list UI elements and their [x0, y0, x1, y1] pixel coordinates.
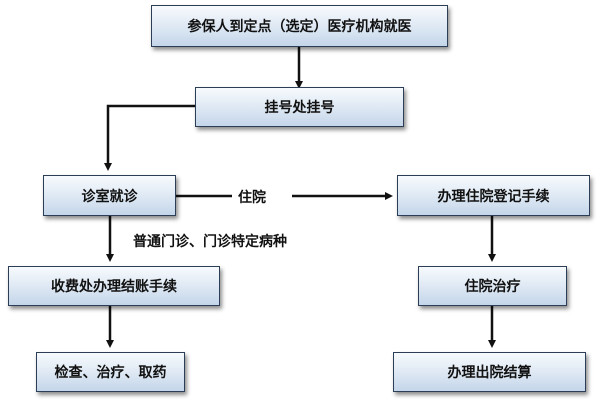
- node-payment: 收费处办理结账手续: [8, 266, 220, 306]
- node-consult: 诊室就诊: [43, 175, 176, 216]
- edge-label-outpatient: 普通门诊、门诊特定病种: [133, 234, 287, 250]
- node-discharge: 办理出院结算: [393, 352, 586, 392]
- arrow-register-to-consult: [104, 104, 195, 171]
- edge-label-inpatient: 住院: [238, 190, 266, 206]
- node-exam: 检查、治疗、取药: [36, 352, 185, 392]
- node-hospital-treatment: 住院治疗: [418, 266, 567, 306]
- node-register: 挂号处挂号: [195, 87, 404, 127]
- node-visit: 参保人到定点（选定）医疗机构就医: [151, 5, 448, 47]
- node-inpatient-register: 办理住院登记手续: [397, 175, 590, 216]
